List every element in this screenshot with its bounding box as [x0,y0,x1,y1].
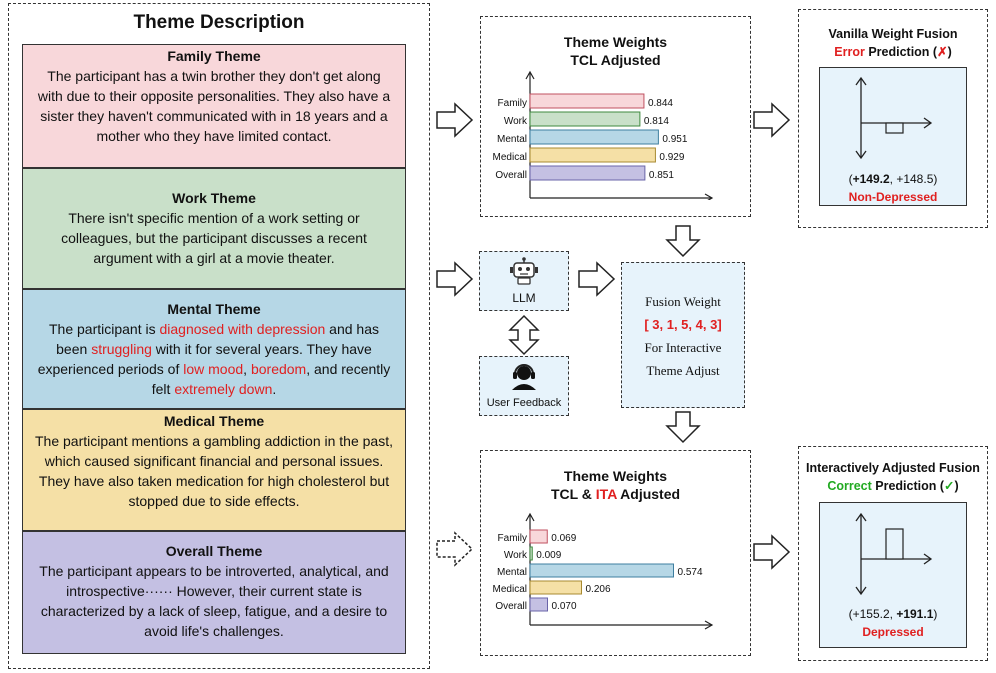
vanilla-plot-box [819,67,967,206]
bar-work [529,111,641,127]
medical-theme-box: Medical Theme The participant mentions a… [22,409,406,531]
fusion-weight-text: Fusion Weight [ 3, 1, 5, 4, 3] For Inter… [621,290,745,382]
work-theme-box: Work Theme There isn't specific mention … [22,168,406,289]
vanilla-plot-axes [855,76,933,160]
interactive-result: Depressed [862,625,924,639]
bar-overall [529,597,548,612]
overall-theme-title: Overall Theme [165,543,263,559]
medical-theme-title: Medical Theme [163,413,265,429]
family-theme-box: Family Theme The participant has a twin … [22,44,406,168]
vanilla-fusion-title: Vanilla Weight Fusion Error Prediction (… [828,27,958,59]
category-label: Overall [495,601,527,612]
value-label: 0.206 [586,584,611,595]
category-label: Medical [493,152,527,163]
category-label: Overall [495,170,527,181]
fusion-weight-values: [ 3, 1, 5, 4, 3] [644,317,722,332]
vanilla-result-bar [885,122,904,134]
arrow-down-icon [665,225,701,258]
arrow-right-icon [753,102,791,138]
x-axis-arrow [704,193,714,200]
y-axis-arrow [525,70,535,80]
mental-theme-title: Mental Theme [167,301,261,317]
category-label: Medical [493,584,527,595]
bar-work [529,546,533,561]
bar-medical [529,147,656,163]
vanilla-fusion-panel [798,9,988,228]
arrow-right-icon [436,261,474,297]
family-theme-text: The participant has a twin brother they … [37,68,391,144]
interactive-plot-axes [855,512,933,596]
y-axis-arrow [525,512,535,522]
user-feedback-label: User Feedback [486,397,562,409]
interactive-plot-box [819,502,967,648]
user-headset-icon [512,364,536,390]
value-label: 0.070 [552,601,577,612]
theme-description-panel [8,3,430,669]
interactive-result-bar [885,528,904,560]
mental-theme-text: The participant is diagnosed with depres… [37,321,391,397]
category-label: Family [498,533,527,544]
bar-mental [529,563,674,578]
double-arrow-icon [508,314,540,356]
arrow-down-icon [665,411,701,444]
category-label: Mental [497,134,527,145]
medical-theme-text: The participant mentions a gambling addi… [35,433,393,509]
bar-overall [529,165,646,181]
interactive-fusion-panel [798,446,988,661]
family-theme-title: Family Theme [167,48,261,64]
value-label: 0.844 [648,98,673,109]
value-label: 0.009 [536,550,561,561]
overall-theme-box: Overall Theme The participant appears to… [22,531,406,654]
arrow-right-icon [436,531,474,567]
value-label: 0.069 [551,533,576,544]
robot-icon [510,257,538,285]
interactive-fusion-title: Interactively Adjusted Fusion Correct Pr… [806,461,980,493]
value-label: 0.929 [659,152,684,163]
bar-family [529,529,548,544]
bar-mental [529,129,659,145]
value-label: 0.814 [644,116,669,127]
vanilla-result: Non-Depressed [848,190,938,204]
vanilla-coordinates: (+149.2, +148.5) [848,172,938,186]
value-label: 0.851 [649,170,674,181]
llm-label: LLM [512,291,536,305]
category-label: Work [504,550,528,561]
category-label: Work [504,116,528,127]
value-label: 0.951 [662,134,687,145]
work-theme-title: Work Theme [172,190,256,206]
work-theme-text: There isn't specific mention of a work s… [61,210,367,266]
bar-medical [529,580,582,595]
category-label: Mental [497,567,527,578]
theme-description-title: Theme Description [133,12,305,33]
mental-theme-box: Mental Theme The participant is diagnose… [22,289,406,409]
x-axis-arrow [704,620,714,630]
category-label: Family [498,98,527,109]
arrow-right-icon [578,261,616,297]
interactive-coordinates: (+155.2, +191.1) [848,607,938,621]
weights-top-title: Theme Weights TCL Adjusted [563,34,668,68]
value-label: 0.574 [678,567,703,578]
weights-bottom-title: Theme Weights TCL & ITA Adjusted [550,468,681,502]
arrow-right-icon [753,534,791,570]
weights-bottom-panel [480,450,751,656]
bar-family [529,93,645,109]
fusion-weight-box [621,262,745,408]
weights-top-panel [480,16,751,217]
overall-theme-text: The participant appears to be introverte… [39,563,389,639]
arrow-right-icon [436,102,474,138]
